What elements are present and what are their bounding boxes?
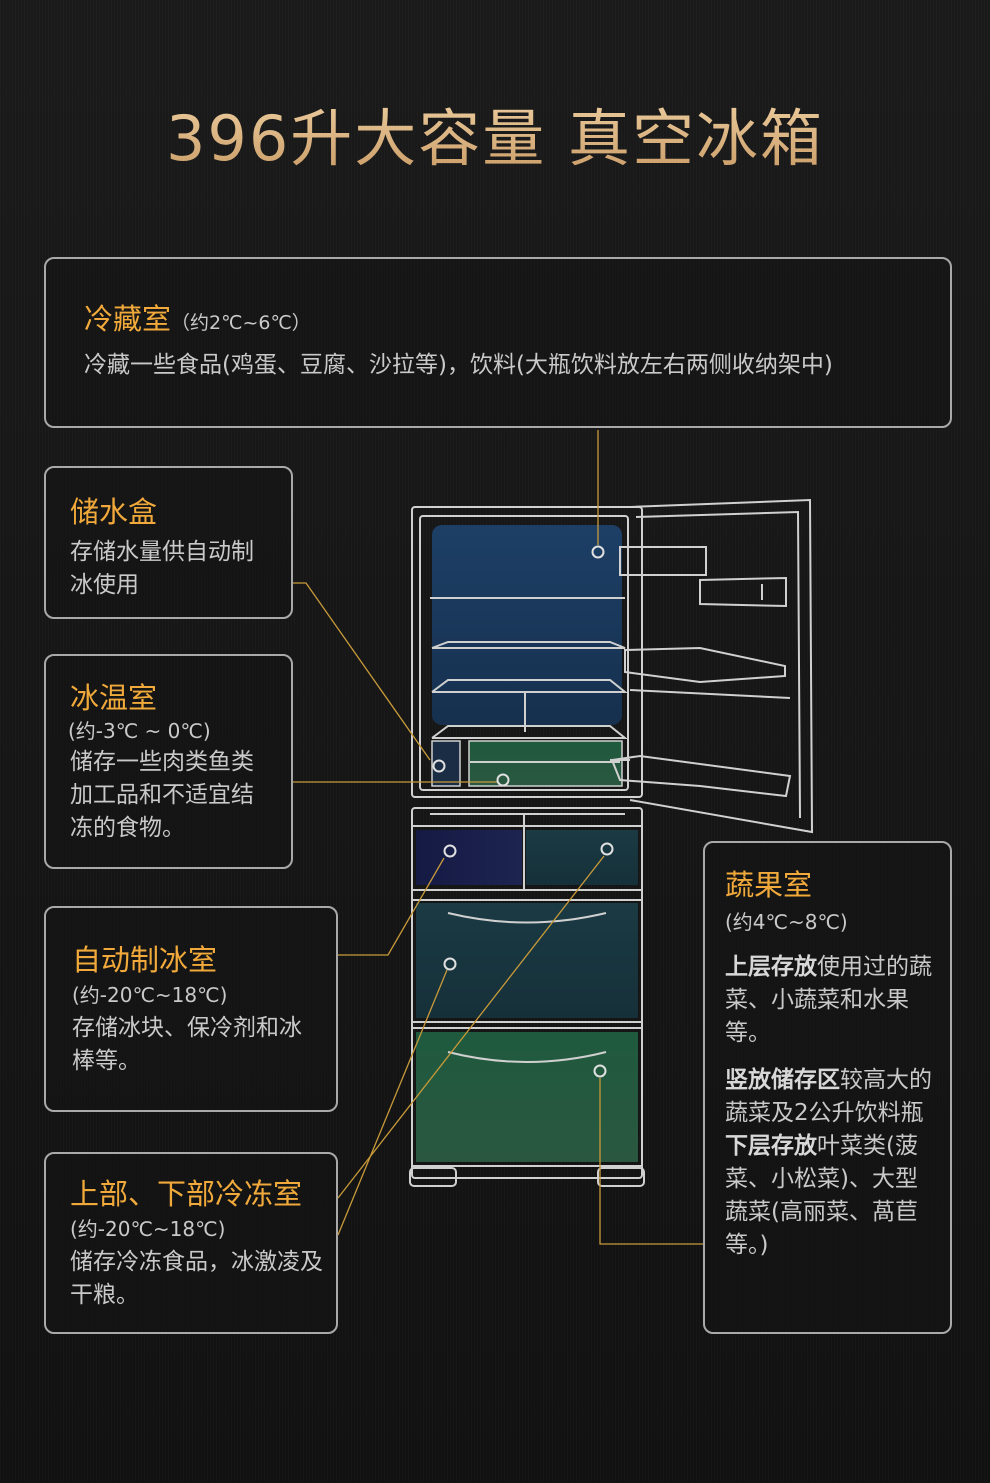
lower-freezer-compartment [416,903,638,1018]
freezer-section-name: 上部、下部冷冻室 [70,1177,303,1211]
veg-vertical-label: 竖放储存区 [725,1067,840,1093]
veg-lower-desc: 叶菜类(菠菜、小松菜)、大型蔬菜(高丽菜、萵苣等。) [725,1133,918,1258]
veg-vertical-desc: 较高大的蔬菜及2公升饮料瓶 [725,1067,932,1126]
veg-upper-desc: 使用过的蔬菜、小蔬菜和水果等。 [725,954,932,1046]
ice-section-card: 自动制冰室 (约-20℃~18℃) 存储冰块、保冷剂和冰棒等。 [44,906,338,1112]
freezer-section-range: (约-20℃~18℃) [70,1217,226,1241]
fridge-shelves [430,597,628,763]
water-box-name: 储水盒 [70,495,158,529]
fridge-drawers [409,813,645,1187]
freezer-section-desc: 储存冷冻食品，冰激凌及干粮。 [70,1249,323,1308]
chill-section-desc: 储存一些肉类鱼类加工品和不适宜结冻的食物。 [70,749,254,841]
water-box [431,740,461,787]
leader-lines [293,430,703,1245]
veg-lower-label: 下层存放 [725,1133,817,1159]
fridge-section-range: （约2℃~6℃） [171,312,311,334]
fridge-body [411,506,643,1179]
chill-section-card: 冰温室 (约-3℃ ~ 0℃) 储存一些肉类鱼类加工品和不适宜结冻的食物。 [44,654,293,869]
veg-section-card: 蔬果室 (约4℃~8℃) 上层存放使用过的蔬菜、小蔬菜和水果等。 竖放储存区较高… [703,841,952,1334]
water-box-card: 储水盒 存储水量供自动制冰使用 [44,466,293,619]
fridge-section-desc: 冷藏一些食品(鸡蛋、豆腐、沙拉等)，饮料(大瓶饮料放左右两侧收纳架中) [84,352,833,378]
fridge-section-name: 冷藏室 [84,302,172,336]
fridge-door [610,498,814,834]
ice-section-desc: 存储冰块、保冷剂和冰棒等。 [72,1015,302,1074]
water-box-desc: 存储水量供自动制冰使用 [70,539,254,598]
marker-dots [432,545,614,1078]
page-title: 396升大容量 真空冰箱 [0,88,990,178]
veg-section-range: (约4℃~8℃) [725,910,848,934]
chill-section-range: (约-3℃ ~ 0℃) [68,719,211,743]
chill-compartment [468,740,623,787]
ice-compartment [416,830,522,885]
fridge-section-card: 冷藏室（约2℃~6℃） 冷藏一些食品(鸡蛋、豆腐、沙拉等)，饮料(大瓶饮料放左右… [44,257,952,428]
freezer-section-card: 上部、下部冷冻室 (约-20℃~18℃) 储存冷冻食品，冰激凌及干粮。 [44,1152,338,1334]
veg-upper-label: 上层存放 [725,954,817,980]
upper-freezer-right [526,830,638,885]
fridge-compartment [432,525,622,725]
ice-section-name: 自动制冰室 [72,943,218,977]
ice-section-range: (约-20℃~18℃) [72,983,228,1007]
chill-section-name: 冰温室 [70,681,158,715]
veg-section-name: 蔬果室 [725,868,813,902]
